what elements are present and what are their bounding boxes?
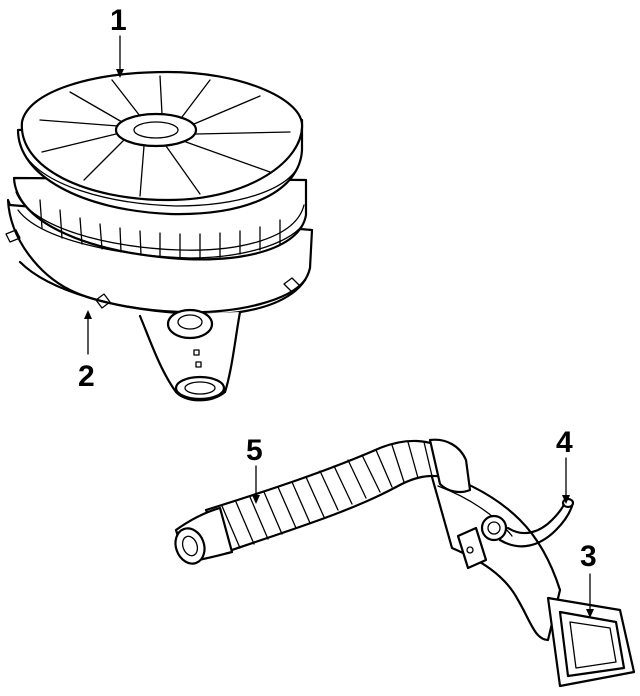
air-cleaner-assembly xyxy=(5,70,314,402)
callout-leaders xyxy=(84,35,594,618)
filter-pleats xyxy=(39,199,281,259)
callout-2: 2 xyxy=(78,360,95,393)
lid-ribs xyxy=(39,75,291,197)
corrugated-duct xyxy=(174,438,472,565)
callout-4: 4 xyxy=(556,426,573,459)
callout-1: 1 xyxy=(110,4,127,37)
inlet-duct xyxy=(428,468,636,688)
callout-5: 5 xyxy=(246,434,263,467)
callout-3: 3 xyxy=(580,540,597,573)
duct-corrugations xyxy=(221,441,433,549)
